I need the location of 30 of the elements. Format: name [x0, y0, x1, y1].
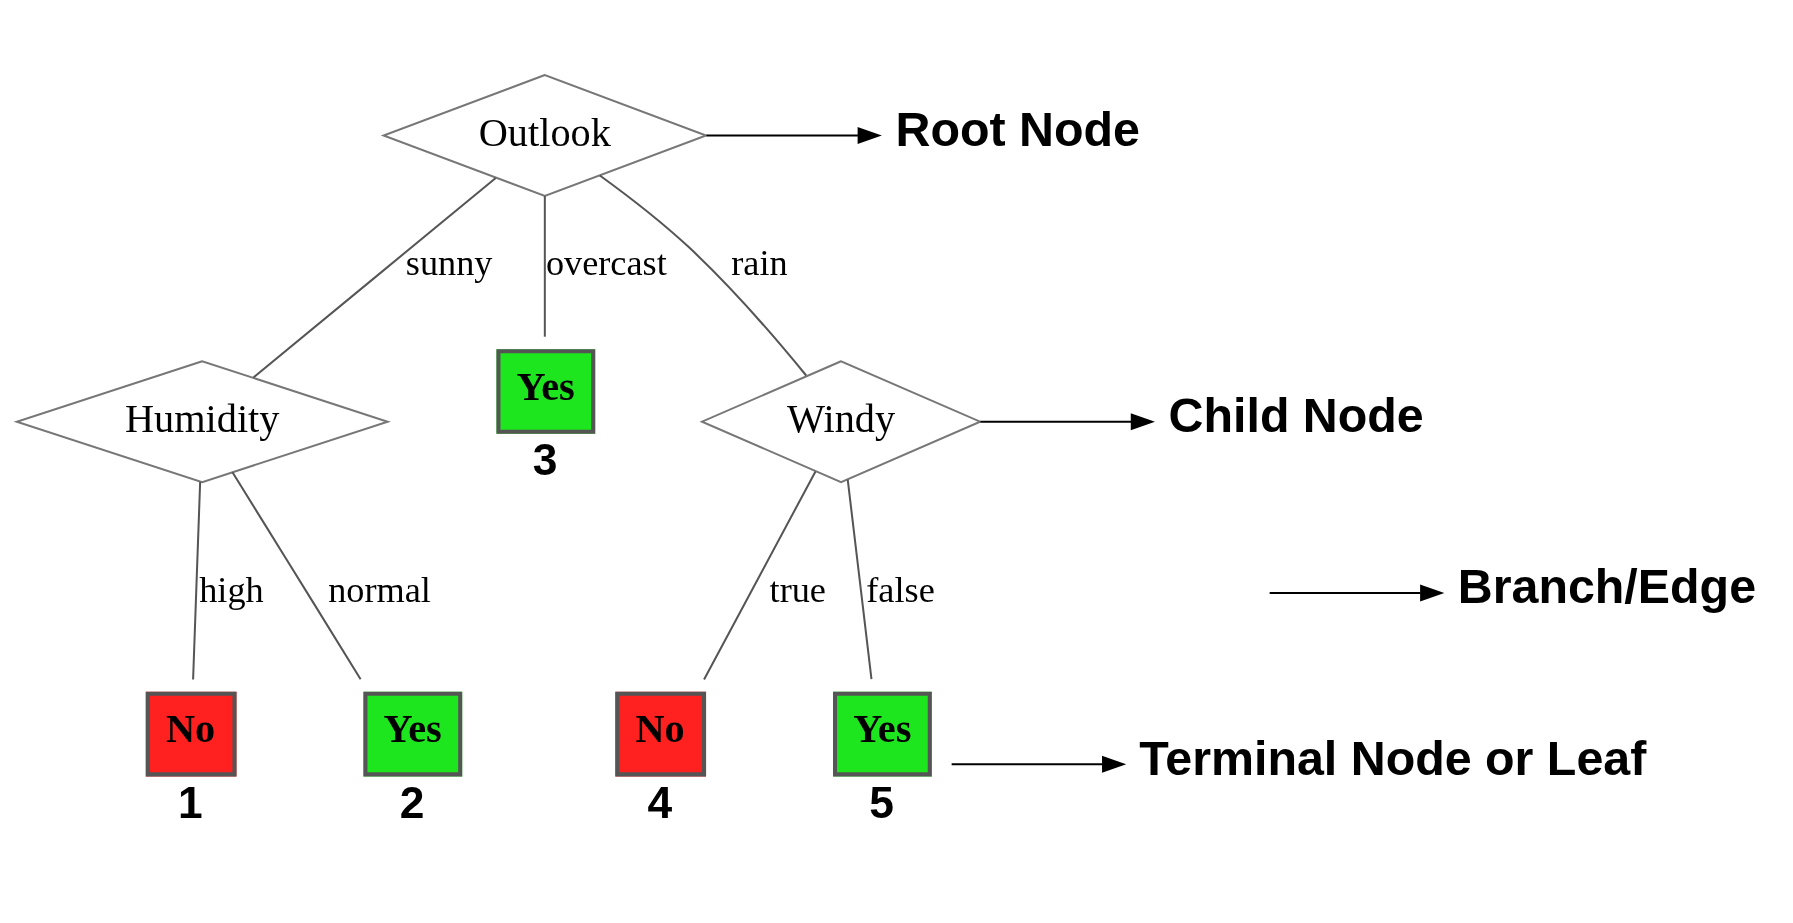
connector: [252, 176, 497, 378]
arrow: [1269, 584, 1445, 601]
edge-label: false: [866, 569, 935, 610]
node-text: Branch/Edge: [1457, 558, 1757, 613]
edge-label: sunny: [405, 242, 493, 283]
connector: [192, 481, 202, 680]
connector: [703, 470, 817, 680]
node-text: Child Node: [1168, 387, 1424, 442]
connector: [231, 471, 362, 680]
node-text: Root Node: [895, 101, 1140, 156]
connector: [599, 174, 807, 376]
node-label: 5: [869, 777, 894, 827]
node-label: 3: [532, 434, 558, 484]
connector: [543, 195, 546, 337]
node-label: 1: [178, 777, 203, 827]
edge-label: normal: [328, 569, 431, 610]
node-text: Terminal Node or Leaf: [1139, 730, 1647, 785]
node-label: 4: [647, 777, 673, 827]
node-diamond: Outlook: [380, 73, 709, 197]
edge-label: overcast: [545, 242, 667, 283]
connector: [846, 479, 873, 679]
arrow: [980, 412, 1155, 430]
node-label: 2: [399, 777, 425, 827]
edge-label: high: [199, 569, 264, 610]
node-diamond: Humidity: [13, 359, 391, 483]
edge-label: true: [769, 569, 826, 610]
arrow: [706, 126, 882, 144]
edge-label: rain: [731, 242, 788, 283]
arrow: [951, 755, 1127, 773]
node-diamond: Windy: [699, 359, 983, 483]
